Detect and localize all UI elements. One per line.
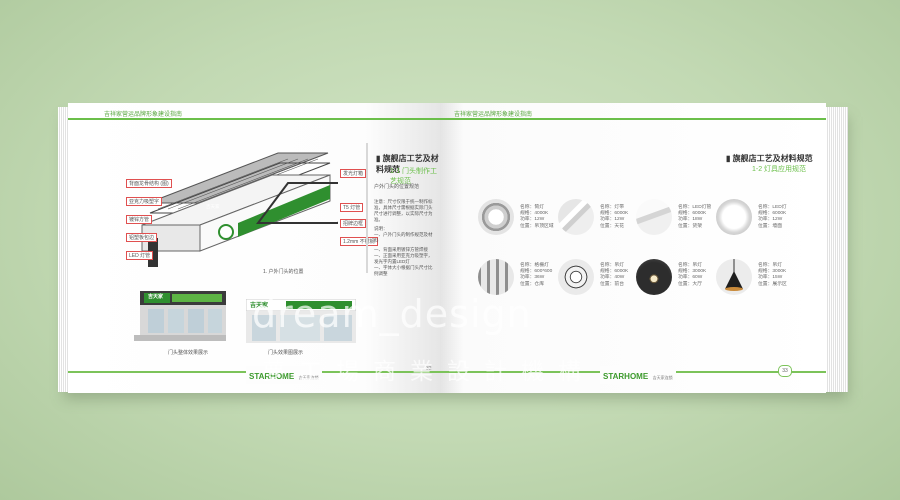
diagram-label-5: LED 灯管 — [126, 251, 154, 260]
led-tube-icon — [636, 199, 672, 235]
grille-lamp-icon — [478, 259, 514, 295]
product-spec-2: 名称：灯带 规格：6000K 功率：12W 位置：天花 — [600, 205, 629, 229]
photo-caption-1: 门头整体效果展示 — [168, 350, 209, 356]
right-section-title: ▮ 旗舰店工艺及材料规范 — [726, 154, 813, 163]
diagram-label-9: 1.2mm 不锈钢 — [340, 237, 378, 246]
body-para-3: 一、户外门头的制作规范及材料 — [374, 232, 433, 243]
product-spec-3: 名称：LED灯管 规格：6000K 功率：18W 位置：货架 — [678, 205, 712, 229]
body-para-2: 说明： — [374, 226, 388, 231]
right-header: 吉祥家营运品牌形象建设指南 — [454, 112, 533, 118]
product-spec-4: 名称：LED灯 规格：6000K 功率：12W 位置：墙面 — [758, 205, 787, 229]
diagram-label-6: 发光灯箱 — [340, 169, 367, 178]
left-page: 吉祥家营运品牌形象建设指南 吉天家 背面龙骨结构 (图) 亚克力吸塑字 镀锌方管… — [68, 103, 440, 393]
right-page: 吉祥家营运品牌形象建设指南 ▮ 旗舰店工艺及材料规范 1-2 灯具应用规范 名称… — [440, 103, 826, 393]
diagram-label-8: 招牌边框 — [340, 219, 367, 228]
body-para-6: 一、字体大小根据门头尺寸比例调整 — [374, 265, 433, 276]
product-spec-7: 名称：吊灯 规格：3000K 功率：60W 位置：大厅 — [678, 263, 707, 287]
diagram-label-3: 镀锌方管 — [126, 215, 153, 224]
page-stack-right — [824, 107, 848, 392]
left-footer-logo: STARHOME 吉天家连锁 — [246, 366, 322, 384]
storefront-sign-text: 吉天家 — [148, 294, 164, 300]
right-section-subtitle: 1-2 灯具应用规范 — [752, 166, 807, 173]
right-footer-logo: STARHOME 吉天家连锁 — [600, 366, 676, 384]
left-section-title: ▮ 旗舰店工艺及材料规范 — [376, 154, 439, 174]
diagram-label-2: 亚克力吸塑字 — [126, 197, 163, 206]
cone-pendant-icon — [716, 259, 752, 295]
watermark-chinese: 夢工場商業設計機構 — [262, 359, 595, 385]
ring-pendant-icon — [558, 259, 594, 295]
light-strip-icon — [558, 199, 594, 235]
body-para-4: 一、背面采用镀锌方管焊接 — [374, 247, 428, 252]
diagram-label-4: 铝塑板包边 — [126, 233, 158, 242]
diagram-label-7: T5 灯管 — [340, 203, 364, 212]
page-stack-left — [58, 107, 70, 392]
body-para-1: 注意：尺寸仅限于统一制作标准，具体尺寸需根据实际门头尺寸进行调整，以实际尺寸为准… — [374, 199, 433, 222]
storefront-render-2 — [246, 299, 356, 343]
left-header-line — [68, 118, 440, 120]
body-para-5: 一、正面采用亚克力吸塑字，发光字内置LED灯 — [374, 253, 433, 264]
diagram-label-1: 背面龙骨结构 (图) — [126, 179, 172, 188]
column-divider — [366, 143, 368, 273]
downlight-icon — [478, 199, 514, 235]
diagram-sign-text: 吉天家 — [206, 204, 220, 209]
left-body-heading: 户外门头的位置规范 — [374, 184, 420, 190]
left-page-number: 32 — [426, 366, 432, 372]
storefront-render-1 — [134, 291, 226, 341]
product-spec-1: 名称：筒灯 规格：4000K 功率：12W 位置：吊顶区域 — [520, 205, 554, 229]
left-section-subtitle: 1-1 门头制作工艺规范 — [390, 168, 438, 185]
right-page-number: 33 — [778, 365, 792, 377]
sign-exploded-diagram — [141, 152, 338, 267]
right-header-line — [440, 118, 826, 120]
product-spec-8: 名称：吊灯 规格：3000K 功率：15W 位置：展示区 — [758, 263, 787, 287]
open-brochure: 吉祥家营运品牌形象建设指南 吉天家 背面龙骨结构 (图) 亚克力吸塑字 镀锌方管… — [58, 103, 848, 399]
watermark-english: dream_design — [252, 292, 532, 336]
left-body-text: 注意：尺寸仅限于统一制作标准，具体尺寸需根据实际门头尺寸进行调整，以实际尺寸为准… — [374, 199, 436, 277]
led-panel-icon — [716, 199, 752, 235]
chandelier-icon — [636, 259, 672, 295]
product-spec-6: 名称：吊灯 规格：6000K 功率：40W 位置：前台 — [600, 263, 629, 287]
photo-caption-2: 门头效果图展示 — [268, 350, 304, 356]
storefront2-sign-text: 吉天家 — [250, 303, 269, 309]
left-header: 吉祥家营运品牌形象建设指南 — [104, 112, 183, 118]
product-spec-5: 名称：格栅灯 规格：600*600 功率：36W 位置：仓库 — [520, 263, 553, 287]
diagram-caption: 1. 户外门头的位置 — [263, 269, 304, 275]
